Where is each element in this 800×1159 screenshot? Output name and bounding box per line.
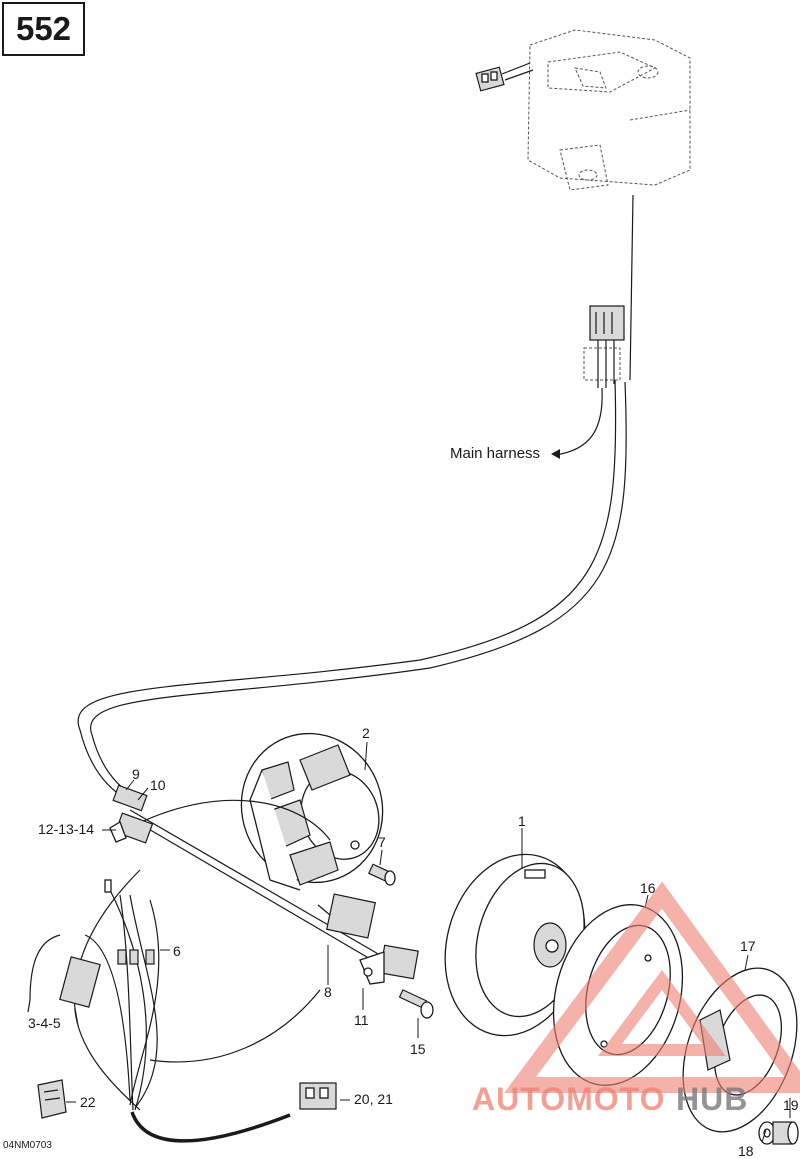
callout-16: 16 [640,880,656,896]
callout-20-21: 20, 21 [354,1091,393,1107]
screw-7 [368,863,396,886]
page-number-box: 552 [2,2,85,56]
callout-12-13-14: 12-13-14 [38,821,94,837]
watermark-text-a: AUTOMOTO [472,1081,665,1117]
module-connector [475,62,534,92]
callout-8: 8 [324,984,332,1000]
main-harness-label: Main harness [450,445,540,462]
watermark-text-b: HUB [676,1081,748,1117]
callout-10: 10 [150,777,166,793]
watermark-logo: AUTOMOTO HUB [472,881,800,1117]
callout-3-4-5: 3-4-5 [28,1015,61,1031]
callout-9: 9 [132,766,140,782]
small-connectors [109,784,154,844]
main-harness-cable [77,379,617,801]
callout-11: 11 [354,1012,369,1028]
callout-15: 15 [410,1041,426,1057]
bolt-15 [398,989,434,1019]
trigger-assembly [129,809,419,985]
callout-2: 2 [362,725,370,741]
callout-19: 19 [783,1097,799,1113]
callout-1: 1 [518,813,526,829]
bolt-19 [772,1121,799,1145]
connector-22 [37,1079,67,1119]
connector-20-21 [299,1082,337,1110]
callout-6: 6 [173,943,181,959]
callout-18: 18 [738,1143,754,1159]
callout-17: 17 [740,938,756,954]
callout-22: 22 [80,1094,96,1110]
drawing-code: 04NM0703 [3,1140,52,1151]
ignition-module [527,29,691,191]
wiring-loops [27,799,331,1143]
stator [240,732,384,891]
ring-gear-16 [552,904,684,1086]
harness-connector [583,194,634,388]
callout-7: 7 [378,834,386,850]
